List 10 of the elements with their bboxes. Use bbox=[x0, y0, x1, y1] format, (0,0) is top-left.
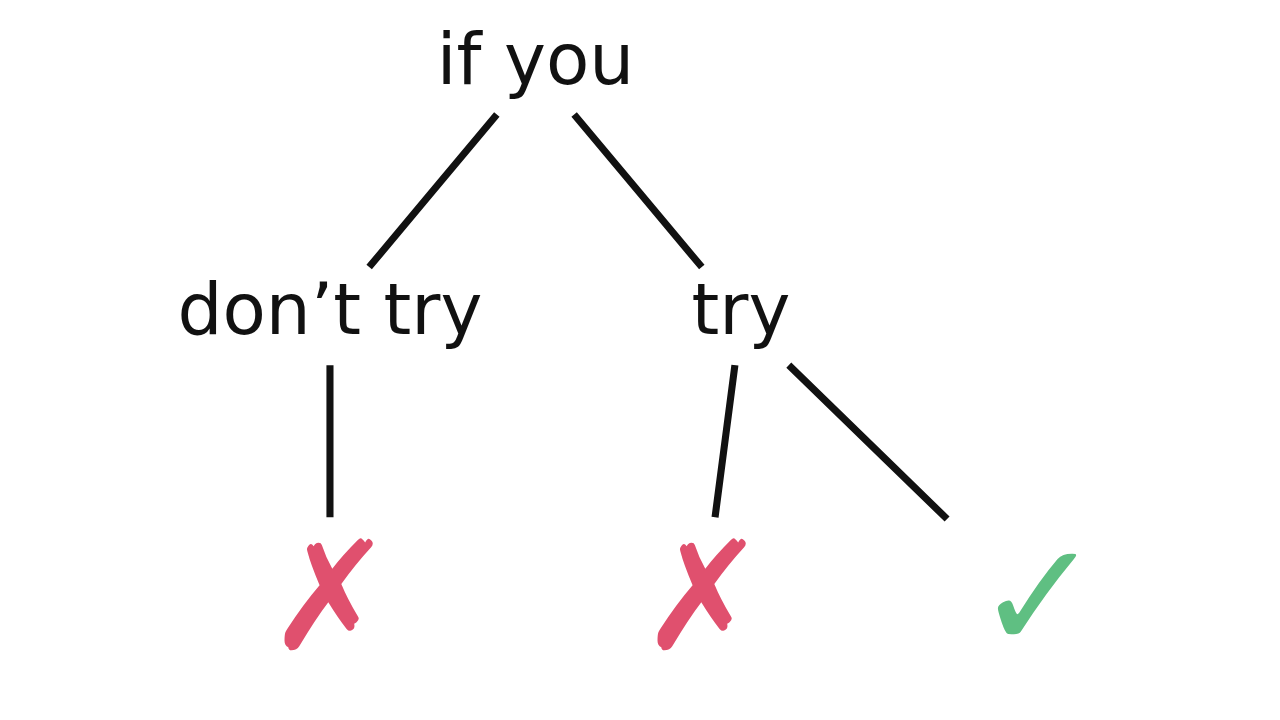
node-text: ✗ bbox=[266, 508, 394, 685]
node-text: don’t try bbox=[177, 268, 483, 352]
node-text: ✗ bbox=[639, 508, 767, 685]
connector bbox=[366, 112, 500, 270]
node-text: try bbox=[691, 268, 791, 352]
connector bbox=[571, 112, 705, 270]
connector bbox=[786, 362, 950, 522]
node-text: ✓ bbox=[975, 508, 1102, 685]
connector bbox=[711, 364, 739, 518]
node-text: if you bbox=[436, 17, 635, 101]
